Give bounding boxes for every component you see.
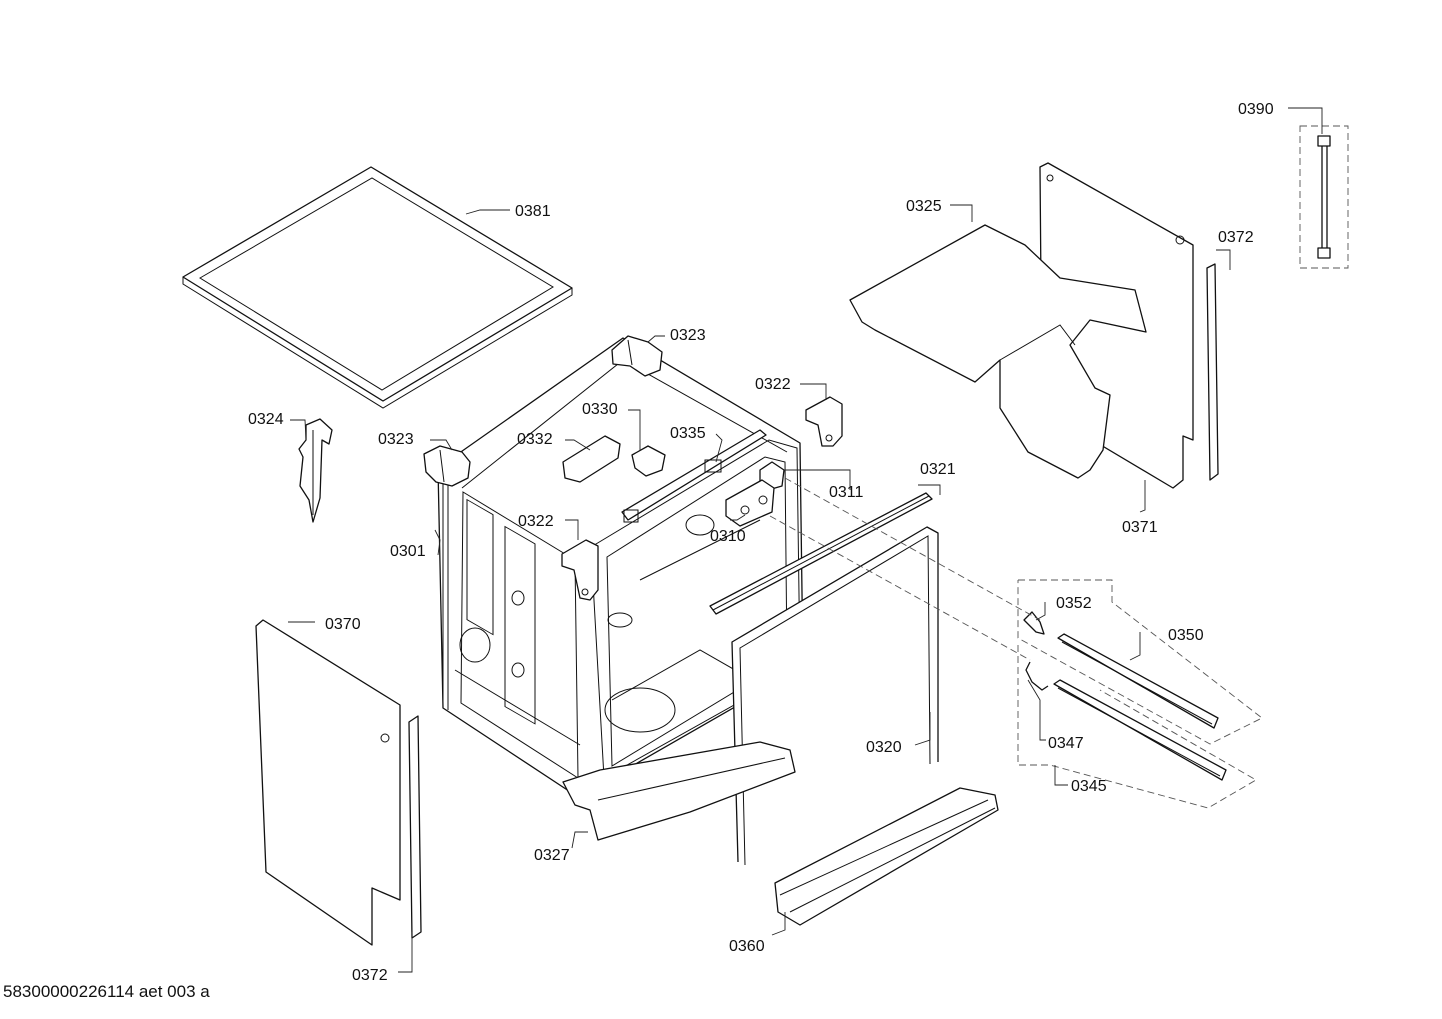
label-0322-left: 0322 xyxy=(518,513,554,530)
leader-lines xyxy=(288,107,1323,973)
label-0345: 0345 xyxy=(1071,778,1107,795)
label-0323-top: 0323 xyxy=(670,327,706,344)
part-0372-edge-strip-right[interactable] xyxy=(1206,263,1219,481)
part-0335-rail[interactable] xyxy=(621,429,767,523)
part-0345-rail-group[interactable] xyxy=(1017,645,1257,809)
label-0370: 0370 xyxy=(325,616,361,633)
part-0350-rail-group[interactable] xyxy=(1017,579,1263,745)
part-0352-clip[interactable] xyxy=(1023,611,1045,635)
label-0352: 0352 xyxy=(1056,595,1092,612)
part-0347-clip[interactable] xyxy=(1025,661,1049,691)
label-0347: 0347 xyxy=(1048,735,1084,752)
part-0310-roller[interactable] xyxy=(725,479,775,527)
label-0360: 0360 xyxy=(729,938,765,955)
label-0332: 0332 xyxy=(517,431,553,448)
label-0324: 0324 xyxy=(248,411,284,428)
part-0360-base[interactable] xyxy=(774,787,999,926)
label-0310: 0310 xyxy=(710,528,746,545)
label-0327: 0327 xyxy=(534,847,570,864)
part-0330-clip[interactable] xyxy=(631,445,666,477)
label-0325: 0325 xyxy=(906,198,942,215)
label-0372-bottom: 0372 xyxy=(352,967,388,984)
part-0381-top-cover[interactable] xyxy=(182,166,573,409)
assembly-line xyxy=(769,515,1031,661)
label-0371: 0371 xyxy=(1122,519,1158,536)
part-0327-plinth[interactable] xyxy=(562,741,796,841)
drawing-id: 58300000226114 aet 003 a xyxy=(3,982,210,1001)
label-0381: 0381 xyxy=(515,203,551,220)
label-0372-top: 0372 xyxy=(1218,229,1254,246)
part-0325-insulation[interactable] xyxy=(849,224,1147,479)
label-0330: 0330 xyxy=(582,401,618,418)
part-0323-corner-bracket-left[interactable] xyxy=(423,445,471,487)
label-0350: 0350 xyxy=(1168,627,1204,644)
part-0390-cable-group[interactable] xyxy=(1299,125,1349,269)
label-0390: 0390 xyxy=(1238,101,1274,118)
label-0321: 0321 xyxy=(920,461,956,478)
label-0322-right: 0322 xyxy=(755,376,791,393)
label-0301: 0301 xyxy=(390,543,426,560)
label-0335: 0335 xyxy=(670,425,706,442)
part-0321-rail[interactable] xyxy=(709,492,933,615)
part-0332-clip[interactable] xyxy=(562,435,621,483)
assembly-line xyxy=(784,477,1041,621)
part-0323-corner-bracket-top[interactable] xyxy=(611,335,663,377)
part-0372-edge-strip-left[interactable] xyxy=(408,715,422,939)
part-0322-bracket-left[interactable] xyxy=(561,539,599,601)
label-0320: 0320 xyxy=(866,739,902,756)
label-0323-left: 0323 xyxy=(378,431,414,448)
part-0324-bracket[interactable] xyxy=(298,418,333,523)
part-0322-bracket-right[interactable] xyxy=(805,396,843,447)
part-0370-side-panel[interactable] xyxy=(255,619,401,946)
label-0311: 0311 xyxy=(829,484,864,501)
